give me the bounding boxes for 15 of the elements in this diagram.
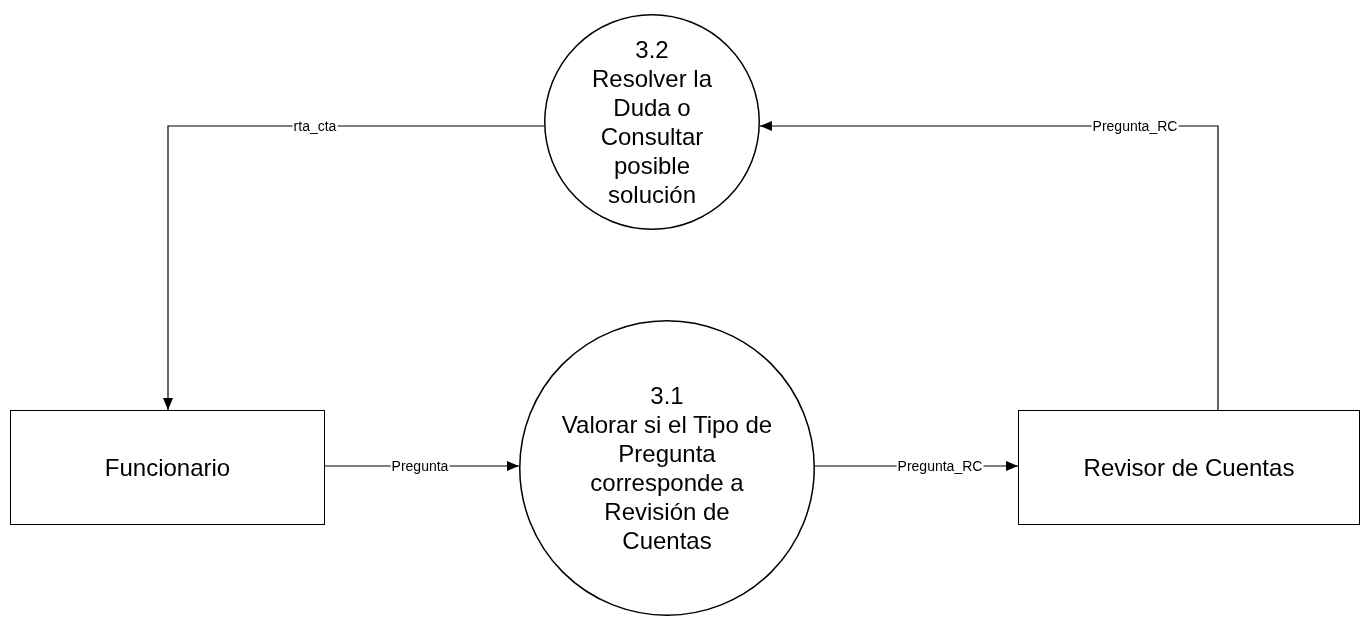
entity-box <box>1018 410 1360 525</box>
arrow <box>163 125 545 411</box>
process-name: Valorar si el Tipo de Pregunta corresponde a Revisión de Cuentas <box>560 410 774 555</box>
edge-label: rta_cta <box>292 118 338 134</box>
process-number: 3.2 <box>635 35 669 64</box>
process-number: 3.1 <box>650 381 684 410</box>
edge-label: Pregunta <box>390 458 450 474</box>
entity-name: Funcionario <box>104 453 231 482</box>
process-name: Resolver la Duda o Consultar posible solución <box>590 64 713 209</box>
entity-name: Revisor de Cuentas <box>1083 453 1295 482</box>
entity-box <box>10 410 325 525</box>
edge-label: Pregunta_RC <box>896 458 984 474</box>
process-circle <box>519 320 815 616</box>
edge-label: Pregunta_RC <box>1091 118 1179 134</box>
process-circle <box>544 14 760 230</box>
